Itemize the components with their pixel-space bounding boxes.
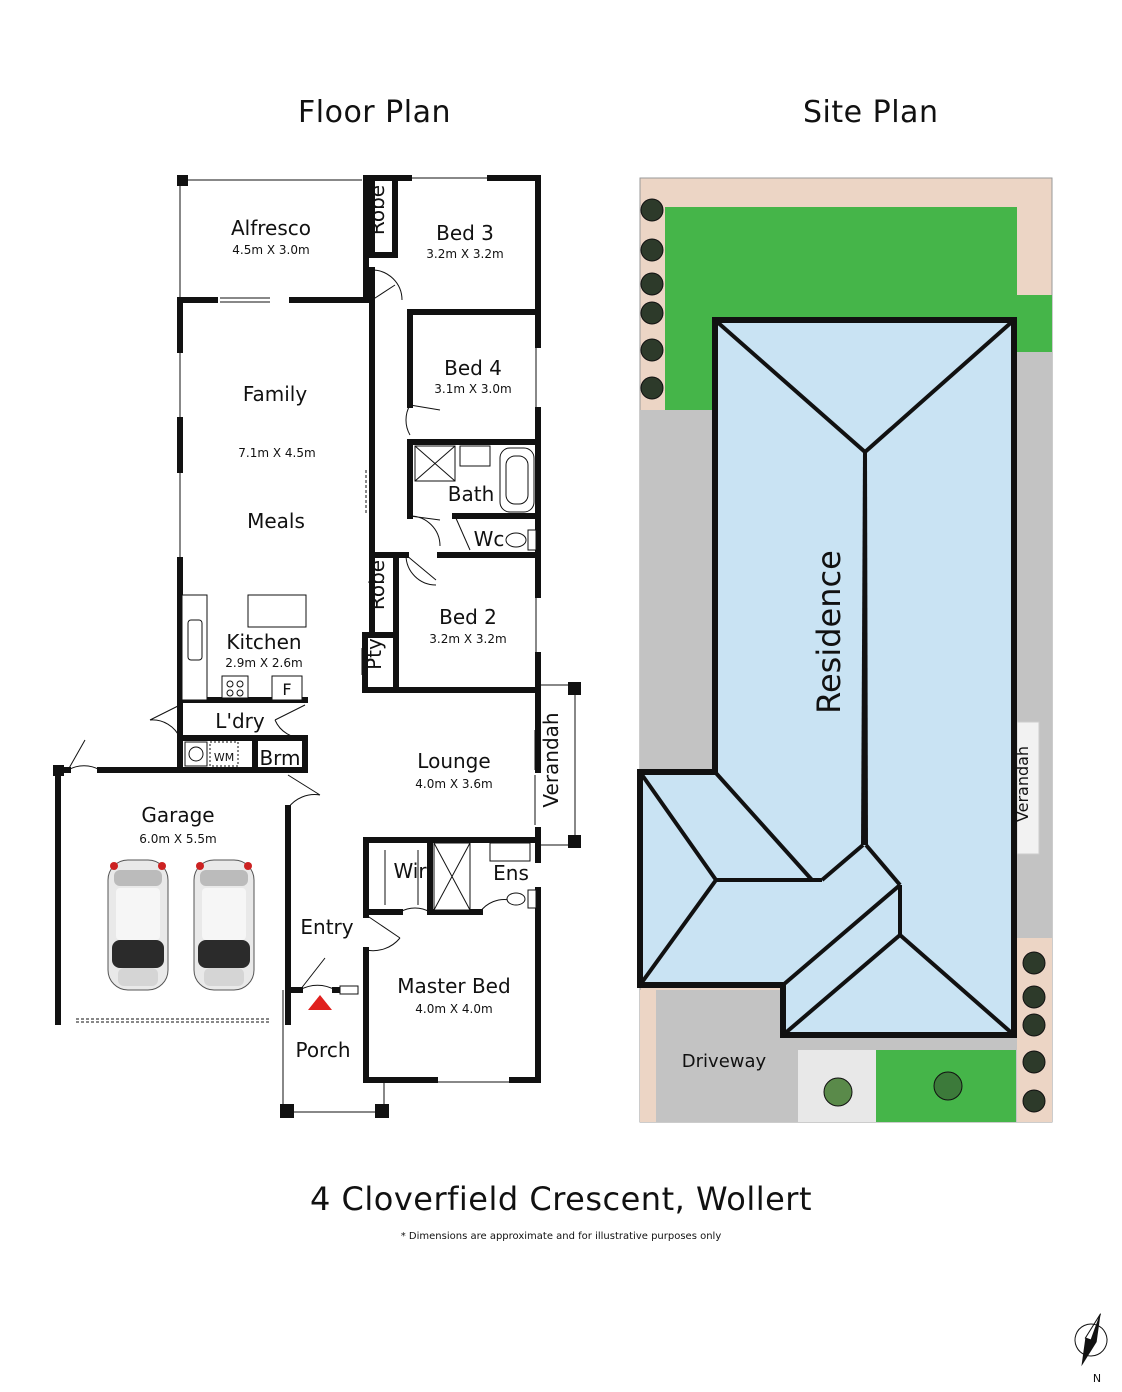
room-name-master: Master Bed xyxy=(397,974,510,998)
room-name-entry: Entry xyxy=(300,915,353,939)
room-name-lounge: Lounge xyxy=(417,749,490,773)
tree-icon xyxy=(1022,1050,1046,1074)
north-compass-icon xyxy=(1074,1313,1108,1367)
room-name-bed2: Bed 2 xyxy=(439,605,497,629)
room-dims-kitchen: 2.9m X 2.6m xyxy=(225,656,302,670)
tree-icon xyxy=(1022,1013,1046,1037)
room-dims-family: 7.1m X 4.5m xyxy=(238,446,315,460)
room-dims-bed2: 3.2m X 3.2m xyxy=(429,632,506,646)
tree-icon xyxy=(640,198,664,222)
tree-icon xyxy=(640,301,664,325)
residence-label: Residence xyxy=(810,550,848,714)
room-name-bed3: Bed 3 xyxy=(436,221,494,245)
room-dims-bed3: 3.2m X 3.2m xyxy=(426,247,503,261)
room-name-family: Family xyxy=(243,382,308,406)
room-name-wc: Wc xyxy=(474,527,505,551)
residence-roof xyxy=(637,317,1017,1038)
driveway-label: Driveway xyxy=(682,1051,767,1072)
room-name-porch: Porch xyxy=(295,1038,350,1062)
room-name-brm: Brm xyxy=(259,746,300,770)
room-name-bed4: Bed 4 xyxy=(444,356,502,380)
room-name-kitchen: Kitchen xyxy=(226,630,301,654)
room-dims-bed4: 3.1m X 3.0m xyxy=(434,382,511,396)
room-name-bath: Bath xyxy=(448,482,495,506)
entry-marker-icon xyxy=(308,995,332,1010)
walls xyxy=(55,175,541,1083)
shrub-icon xyxy=(933,1071,963,1101)
trees xyxy=(640,198,1046,1113)
thin-outlines xyxy=(76,177,576,1113)
door-swings xyxy=(67,269,511,991)
room-name-robe-mid: Robe xyxy=(365,560,389,610)
room-name-alfresco: Alfresco xyxy=(231,216,311,240)
room-name-meals: Meals xyxy=(247,509,305,533)
garage-cars xyxy=(107,859,255,991)
rear-lawn xyxy=(665,207,1052,410)
room-dims-garage: 6.0m X 5.5m xyxy=(139,832,216,846)
property-address: 4 Cloverfield Crescent, Wollert xyxy=(310,1180,812,1218)
tree-icon xyxy=(640,238,664,262)
side-path-left xyxy=(640,410,712,770)
floor-plan-title: Floor Plan xyxy=(298,95,451,130)
room-name-verandah: Verandah xyxy=(539,712,563,807)
site-labels: Residence Verandah Driveway xyxy=(682,550,1032,1072)
site-verandah-label: Verandah xyxy=(1013,746,1032,822)
room-name-pty: Pty xyxy=(362,638,386,670)
entry-sidelight xyxy=(339,985,359,995)
room-name-ens: Ens xyxy=(493,861,529,885)
tree-icon xyxy=(640,272,664,296)
column-posts xyxy=(53,175,581,1118)
room-dims-lounge: 4.0m X 3.6m xyxy=(415,777,492,791)
room-name-robe-top: Robe xyxy=(365,185,389,235)
disclaimer: * Dimensions are approximate and for ill… xyxy=(400,1231,722,1242)
compass-north-label: N xyxy=(1093,1372,1101,1385)
tree-icon xyxy=(640,338,664,362)
shrub-icon xyxy=(823,1077,853,1107)
room-dims-master: 4.0m X 4.0m xyxy=(415,1002,492,1016)
room-dims-alfresco: 4.5m X 3.0m xyxy=(232,243,309,257)
site-plan-title: Site Plan xyxy=(803,95,939,130)
tree-icon xyxy=(1022,951,1046,975)
room-name-fridge: F xyxy=(282,680,291,699)
room-name-laundry: L'dry xyxy=(215,709,265,733)
room-name-wm: WM xyxy=(214,751,234,764)
tree-icon xyxy=(640,376,664,400)
tree-icon xyxy=(1022,1089,1046,1113)
room-labels: Alfresco 4.5m X 3.0m Bed 3 3.2m X 3.2m R… xyxy=(139,185,563,1062)
room-name-garage: Garage xyxy=(141,803,214,827)
room-name-wir: Wir xyxy=(393,859,427,883)
tree-icon xyxy=(1022,985,1046,1009)
fixtures xyxy=(181,195,537,911)
